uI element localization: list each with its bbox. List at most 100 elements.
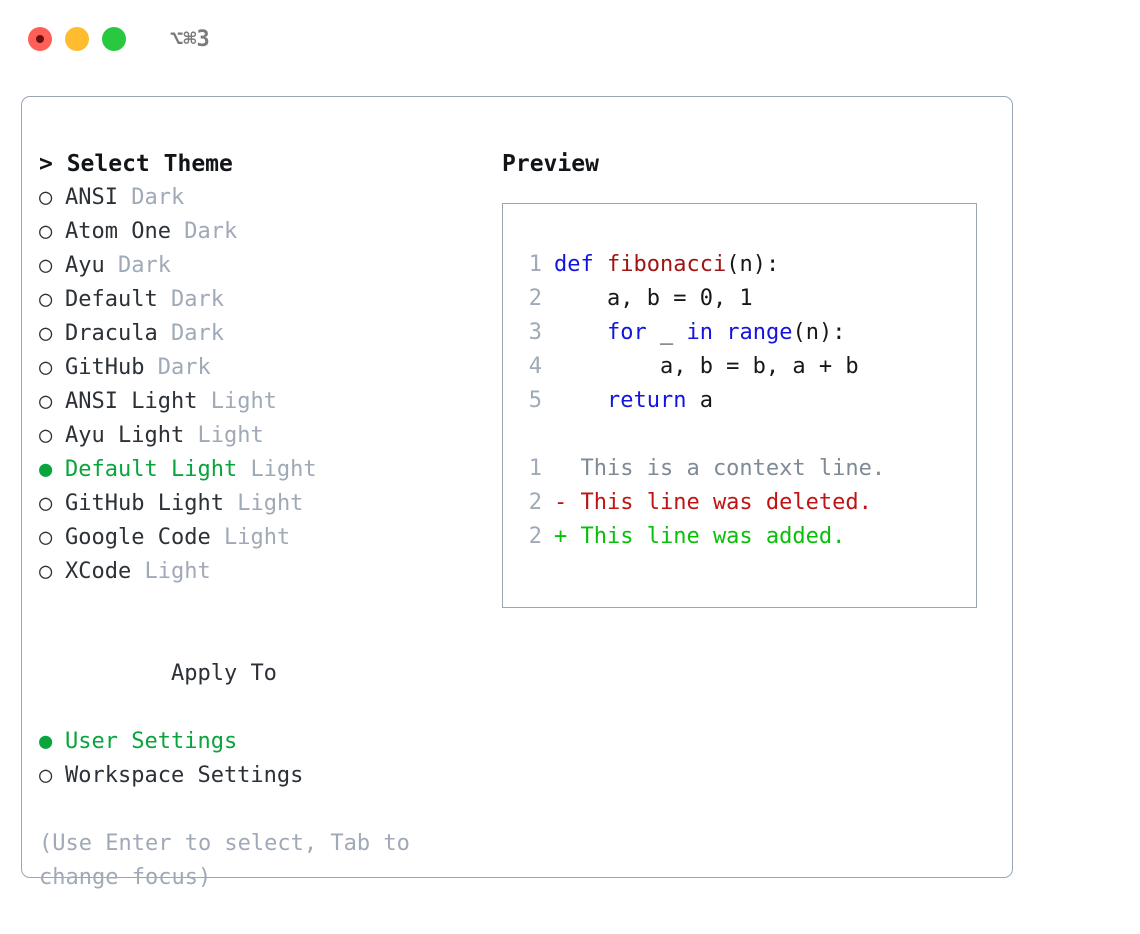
theme-category-tag: Dark [184, 219, 238, 244]
diff-line: 2 + This line was added. [520, 520, 885, 554]
theme-name-label: Google Code [65, 525, 211, 550]
theme-list-item[interactable]: ○Dracula Dark [39, 317, 479, 351]
theme-picker-window: > Select Theme ○ANSI Dark○Atom One Dark○… [21, 96, 1013, 890]
radio-unselected-icon: ○ [39, 185, 53, 210]
theme-name-label: ANSI Light [65, 389, 198, 414]
minimize-window-button[interactable] [65, 27, 89, 51]
code-token: a, b = b, a + b [554, 354, 859, 379]
theme-name-label: Dracula [65, 321, 158, 346]
radio-unselected-icon: ○ [39, 763, 53, 788]
apply-to-heading: Apply To [39, 623, 479, 725]
theme-name-label: Default [65, 287, 158, 312]
theme-name-label: GitHub [65, 355, 145, 380]
code-line: 2 a, b = 0, 1 [520, 282, 885, 316]
apply-to-option[interactable]: ○ Workspace Settings [39, 759, 479, 793]
diff-line: 2 - This line was deleted. [520, 486, 885, 520]
code-token: a [686, 388, 713, 413]
window-titlebar: ⌥⌘3 [0, 0, 1140, 78]
theme-category-tag: Dark [131, 185, 185, 210]
code-line: 1 def fibonacci(n): [520, 248, 885, 282]
theme-category-tag: Light [197, 423, 264, 448]
theme-category-tag: Light [210, 389, 277, 414]
radio-unselected-icon: ○ [39, 287, 53, 312]
theme-category-tag: Light [237, 491, 304, 516]
theme-list-item[interactable]: ○ Atom One Dark [39, 215, 479, 249]
code-token: def [554, 252, 607, 277]
radio-unselected-icon: ○ [39, 559, 53, 584]
line-number: 2 [528, 524, 542, 549]
theme-category-tag: Light [144, 559, 211, 584]
recording-indicator-dot [36, 35, 44, 43]
theme-selection-pane: > Select Theme ○ANSI Dark○Atom One Dark○… [39, 147, 479, 895]
code-token [554, 388, 607, 413]
theme-category-tag: Dark [157, 355, 211, 380]
theme-list-item[interactable]: ○ XCode Light [39, 555, 479, 589]
code-token: (n): [726, 252, 780, 277]
code-token: (n): [792, 320, 846, 345]
theme-list-item[interactable]: ○ANSI Light Light [39, 385, 479, 419]
theme-category-tag: Dark [170, 287, 224, 312]
select-theme-heading: > Select Theme [39, 151, 233, 177]
apply-to-option-label: Workspace Settings [65, 763, 304, 788]
line-number: 2 [528, 490, 542, 515]
theme-list-item[interactable]: ○ ANSI Dark [39, 181, 479, 215]
line-number: 1 [528, 252, 542, 277]
radio-selected-icon: ● [39, 729, 53, 754]
maximize-window-button[interactable] [102, 27, 126, 51]
diff-line: 1 This is a context line. [520, 452, 885, 486]
code-token: _ [646, 320, 687, 345]
apply-to-list: ●User Settings ○ Workspace Settings [39, 725, 479, 793]
code-line: 3 for _ in range(n): [520, 316, 885, 350]
diff-line-text: + This line was added. [554, 524, 846, 549]
theme-list-item[interactable]: ○ Ayu Dark [39, 249, 479, 283]
theme-category-tag: Dark [170, 321, 224, 346]
radio-unselected-icon: ○ [39, 355, 53, 380]
code-line: 5 return a [520, 384, 885, 418]
theme-list-item[interactable]: ○ GitHub Dark [39, 351, 479, 385]
traffic-lights [28, 27, 126, 51]
apply-to-option[interactable]: ●User Settings [39, 725, 479, 759]
keyboard-shortcut-label: ⌥⌘3 [170, 26, 210, 52]
theme-name-label: Ayu [65, 253, 105, 278]
theme-name-label: Atom One [65, 219, 171, 244]
theme-list-item[interactable]: ○ Google Code Light [39, 521, 479, 555]
diff-line-text: - This line was deleted. [554, 490, 872, 515]
code-token: in [686, 320, 713, 345]
theme-list: ○ ANSI Dark ○ Atom One Dark ○ Ayu Dark ○ Defaul… [39, 181, 479, 589]
code-token [554, 320, 607, 345]
code-diff-separator [520, 418, 885, 452]
code-token: return [606, 388, 687, 413]
line-number: 1 [528, 456, 542, 481]
theme-name-label: GitHub Light [65, 491, 224, 516]
close-window-button[interactable] [28, 27, 52, 51]
radio-unselected-icon: ○ [39, 253, 53, 278]
theme-name-label: Ayu Light [65, 423, 185, 448]
apply-to-heading-label: Apply To [170, 661, 277, 686]
code-token: for [606, 320, 647, 345]
theme-category-tag: Light [223, 525, 291, 550]
theme-list-item[interactable]: ● Default Light Light [39, 453, 479, 487]
code-line: 4 a, b = b, a + b [520, 350, 885, 384]
theme-list-item[interactable]: ○Ayu Light Light [39, 419, 479, 453]
preview-heading: Preview [502, 151, 599, 177]
theme-name-label: XCode [65, 559, 132, 584]
radio-unselected-icon: ○ [39, 219, 53, 244]
code-token: a, b = 0, 1 [554, 286, 753, 311]
keyboard-hint-text: (Use Enter to select, Tab to change focu… [39, 831, 410, 890]
code-token [713, 320, 726, 345]
apply-to-marker-spacer [145, 657, 171, 691]
line-number: 3 [528, 320, 542, 345]
radio-selected-icon: ● [39, 457, 53, 482]
theme-category-tag: Light [250, 457, 317, 482]
radio-unselected-icon: ○ [39, 525, 53, 550]
theme-list-item[interactable]: ○GitHub Light Light [39, 487, 479, 521]
theme-list-item[interactable]: ○ Default Dark [39, 283, 479, 317]
code-token: fibonacci [606, 252, 727, 277]
theme-category-tag: Dark [118, 253, 171, 278]
code-token: range [726, 320, 793, 345]
theme-name-label: Default Light [65, 457, 238, 482]
theme-name-label: ANSI [65, 185, 118, 210]
line-number: 4 [528, 354, 542, 379]
